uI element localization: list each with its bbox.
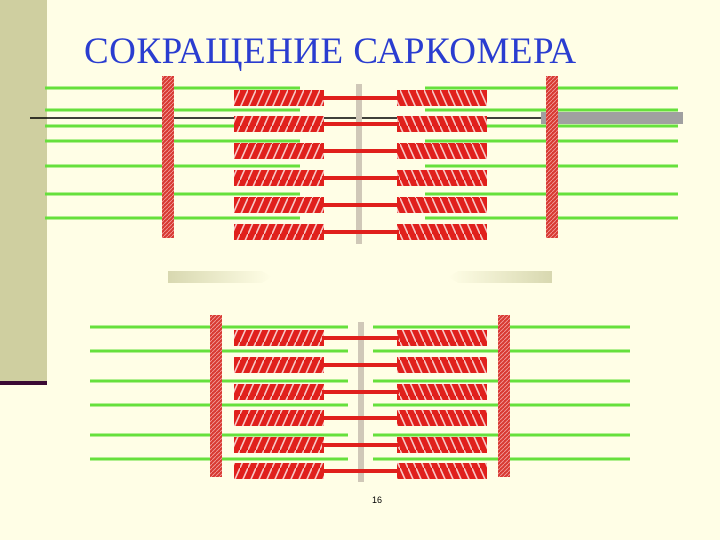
myosin-head-right [397, 437, 487, 453]
myosin-shaft [322, 203, 399, 207]
myosin-head-left [234, 463, 324, 479]
myosin-head-right [397, 410, 487, 426]
myosin-head-left [234, 116, 324, 132]
myosin-head-left [234, 384, 324, 400]
arrow-right [168, 271, 272, 283]
myosin-head-right [397, 330, 487, 346]
myosin-head-right [397, 384, 487, 400]
myosin-head-left [234, 330, 324, 346]
z-disc-right [498, 315, 510, 477]
m-line [356, 84, 362, 244]
z-disc-left [210, 315, 222, 477]
myosin-shaft [322, 336, 399, 340]
myosin-shaft [322, 469, 399, 473]
myosin-shaft [322, 176, 399, 180]
myosin-head-left [234, 197, 324, 213]
relaxed-sarcomere [30, 76, 683, 244]
m-line [358, 322, 364, 482]
myosin-head-left [234, 357, 324, 373]
myosin-head-right [397, 116, 487, 132]
z-disc-right [546, 76, 558, 238]
myosin-head-right [397, 463, 487, 479]
myosin-shaft [322, 390, 399, 394]
myosin-head-left [234, 170, 324, 186]
myosin-shaft [322, 96, 399, 100]
slide-rule-grey-bar [541, 112, 683, 124]
contracted-sarcomere [90, 315, 630, 482]
myosin-head-right [397, 224, 487, 240]
slide-title: СОКРАЩЕНИЕ САРКОМЕРА [84, 30, 577, 73]
myosin-head-left [234, 143, 324, 159]
arrow-left [448, 271, 552, 283]
myosin-head-left [234, 437, 324, 453]
myosin-head-left [234, 410, 324, 426]
myosin-head-right [397, 143, 487, 159]
z-disc-left [162, 76, 174, 238]
myosin-shaft [322, 122, 399, 126]
myosin-shaft [322, 416, 399, 420]
myosin-shaft [322, 363, 399, 367]
myosin-head-left [234, 90, 324, 106]
myosin-head-left [234, 224, 324, 240]
contraction-arrows [168, 271, 552, 283]
myosin-head-right [397, 170, 487, 186]
myosin-shaft [322, 149, 399, 153]
myosin-head-right [397, 197, 487, 213]
myosin-shaft [322, 443, 399, 447]
myosin-head-right [397, 357, 487, 373]
myosin-shaft [322, 230, 399, 234]
page-number: 16 [372, 495, 382, 505]
myosin-head-right [397, 90, 487, 106]
